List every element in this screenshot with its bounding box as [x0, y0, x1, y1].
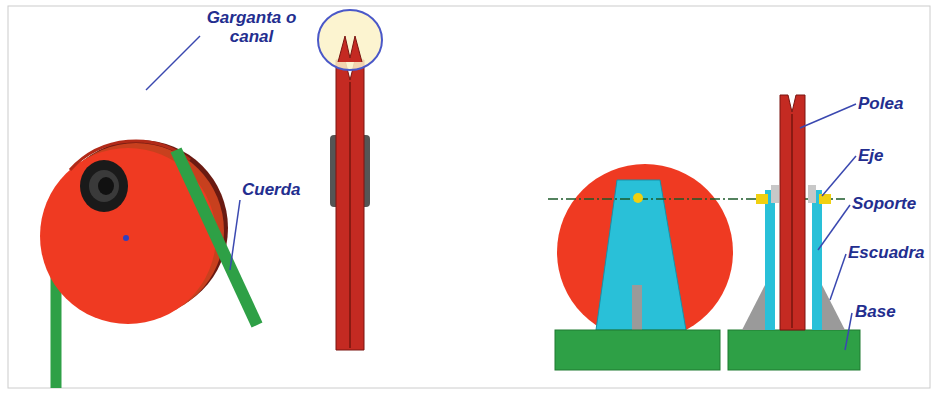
pulley-edge-view	[318, 10, 382, 350]
part-label: Soporte	[852, 194, 916, 213]
part-label: Garganta o canal	[204, 8, 299, 46]
part-label: Polea	[858, 94, 903, 113]
part-label: Escuadra	[848, 243, 925, 262]
part-label: Base	[855, 302, 896, 321]
part-label: Eje	[858, 146, 884, 165]
part-label: Cuerda	[242, 180, 301, 199]
pulley-assembly	[548, 95, 860, 370]
pulley-perspective	[40, 36, 257, 388]
